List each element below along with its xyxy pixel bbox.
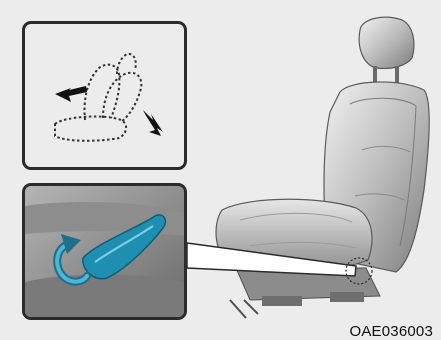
arrow-down-right-icon <box>143 110 163 136</box>
seat-base <box>230 268 380 318</box>
figure-code: OAE036003 <box>349 323 433 340</box>
arrow-left-icon <box>55 86 87 102</box>
lever-closeup-inset <box>22 183 187 320</box>
recline-diagram-inset <box>22 21 187 170</box>
headrest <box>359 17 414 84</box>
